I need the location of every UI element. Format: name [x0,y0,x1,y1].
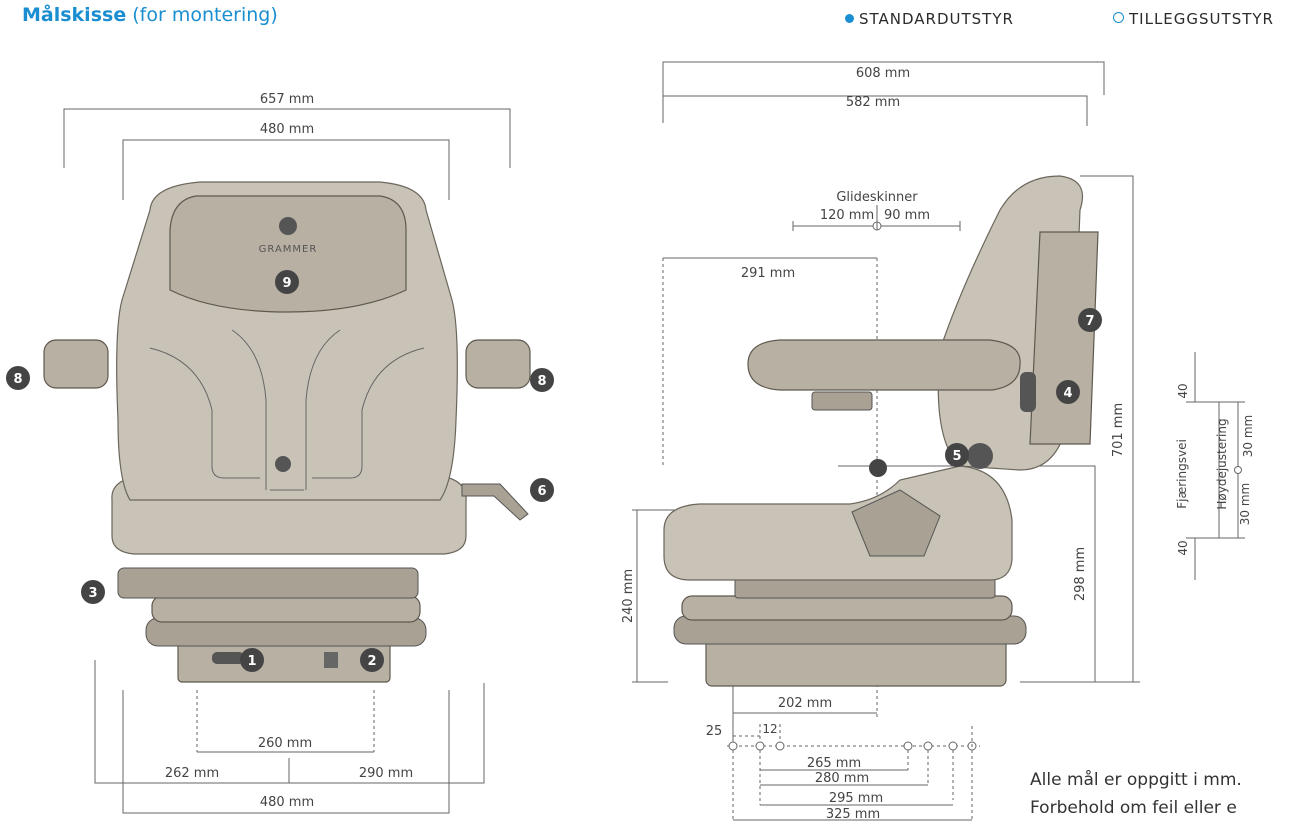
suspension-bottom-40: 40 [1176,540,1190,555]
suspension-diagram: 40 40 Fjæringsvei Høydejustering 30 mm 3… [1175,352,1255,580]
filled-dot-icon [845,14,854,23]
dim-202: 202 mm [778,696,832,711]
svg-text:7: 7 [1085,314,1094,329]
dim-260: 260 mm [258,736,312,751]
dim-25: 25 [706,724,723,739]
svg-text:9: 9 [282,276,291,291]
dim-280: 280 mm [815,771,869,786]
suspension-travel-label: Fjæringsvei [1175,439,1189,509]
front-center-marker-icon [275,456,291,472]
front-view-dimensions: 657 mm 480 mm 260 mm 262 mm 290 mm 480 m… [63,92,511,814]
dim-480-top: 480 mm [260,122,314,137]
dim-240: 240 mm [621,569,636,623]
dim-262: 262 mm [165,766,219,781]
dim-291: 291 mm [741,266,795,281]
height-down-30: 30 mm [1238,483,1252,525]
grammer-logo-icon [279,217,297,235]
dim-608: 608 mm [856,66,910,81]
svg-text:3: 3 [88,586,97,601]
brand-text: GRAMMER [259,244,318,255]
badge-4: 4 [1056,380,1080,404]
lumbar-knob-icon [967,443,993,469]
svg-text:8: 8 [537,374,546,389]
legend-extra: TILLEGGSUTSTYR [1113,10,1274,28]
note-line-1: Alle mål er oppgitt i mm. [1030,770,1242,790]
slide-right: 90 mm [884,208,930,223]
hollow-dot-icon [1113,12,1124,23]
badge-2: 2 [360,648,384,672]
page-title: Målskisse (for montering) [22,4,278,26]
side-handle [1020,372,1036,412]
slide-rails-label: Glideskinner [836,190,918,205]
badge-6: 6 [530,478,554,502]
badge-9: 9 [275,270,299,294]
side-armrest [747,339,1021,391]
suspension-top-40: 40 [1176,383,1190,398]
svg-text:2: 2 [367,654,376,669]
svg-text:5: 5 [952,449,961,464]
slide-left: 120 mm [820,208,874,223]
side-seat-drawing [663,175,1099,687]
dim-657: 657 mm [260,92,314,107]
note-line-2: Forbehold om feil eller e [1030,798,1237,818]
badge-7: 7 [1078,308,1102,332]
dim-325: 325 mm [826,807,880,822]
side-center-marker-icon [869,459,887,477]
dim-480-bottom: 480 mm [260,795,314,810]
badge-8-left: 8 [6,366,30,390]
svg-text:1: 1 [247,654,256,669]
side-backrest-panel [1029,231,1099,445]
legend-standard: STANDARDUTSTYR [845,10,1014,28]
side-view-dimensions: 608 mm 582 mm Glideskinner 120 mm 90 mm … [621,61,1140,822]
side-lever [461,483,529,521]
dim-701: 701 mm [1111,403,1126,457]
front-seat-drawing: GRAMMER [43,181,531,683]
left-armrest [43,339,109,389]
dim-12: 12 [762,722,777,736]
right-armrest [465,339,531,389]
badge-3: 3 [81,580,105,604]
svg-text:4: 4 [1063,386,1072,401]
dim-290: 290 mm [359,766,413,781]
badge-5: 5 [945,443,969,467]
dim-582: 582 mm [846,95,900,110]
dim-265: 265 mm [807,756,861,771]
height-up-30: 30 mm [1241,415,1255,457]
control-box [851,489,941,557]
svg-text:8: 8 [13,372,22,387]
dim-298: 298 mm [1073,547,1088,601]
dim-295: 295 mm [829,791,883,806]
svg-text:6: 6 [537,484,546,499]
badge-1: 1 [240,648,264,672]
badge-8-right: 8 [530,368,554,392]
height-adjust-label: Høydejustering [1215,418,1229,509]
